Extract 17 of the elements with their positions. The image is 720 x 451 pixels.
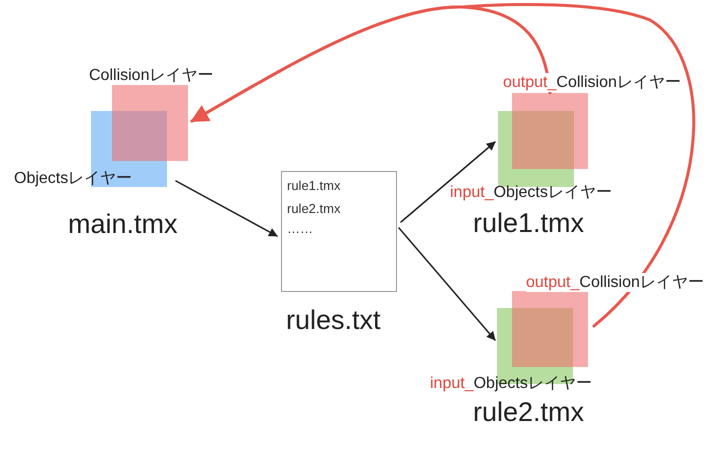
layer-label: output_Collisionレイヤー	[526, 273, 704, 292]
file-name: rules.txt	[286, 305, 381, 335]
file-name: rule1.tmx	[473, 208, 584, 238]
file-name: rule2.tmx	[473, 397, 584, 427]
file-entry: rule1.tmx	[287, 178, 340, 194]
layer-label: output_Collisionレイヤー	[503, 73, 681, 92]
layer-label: input_Objectsレイヤー	[430, 374, 592, 393]
file-entry: ……	[287, 221, 313, 237]
layer-label: Objectsレイヤー	[14, 169, 132, 188]
layer-label: Collisionレイヤー	[89, 66, 214, 85]
file-entry: rule2.tmx	[287, 201, 340, 217]
arrow	[398, 227, 496, 341]
arrow	[190, 3, 696, 328]
arrow	[175, 180, 278, 237]
arrow	[400, 141, 496, 223]
layer-label: input_Objectsレイヤー	[450, 183, 612, 202]
file-name: main.tmx	[68, 209, 178, 239]
